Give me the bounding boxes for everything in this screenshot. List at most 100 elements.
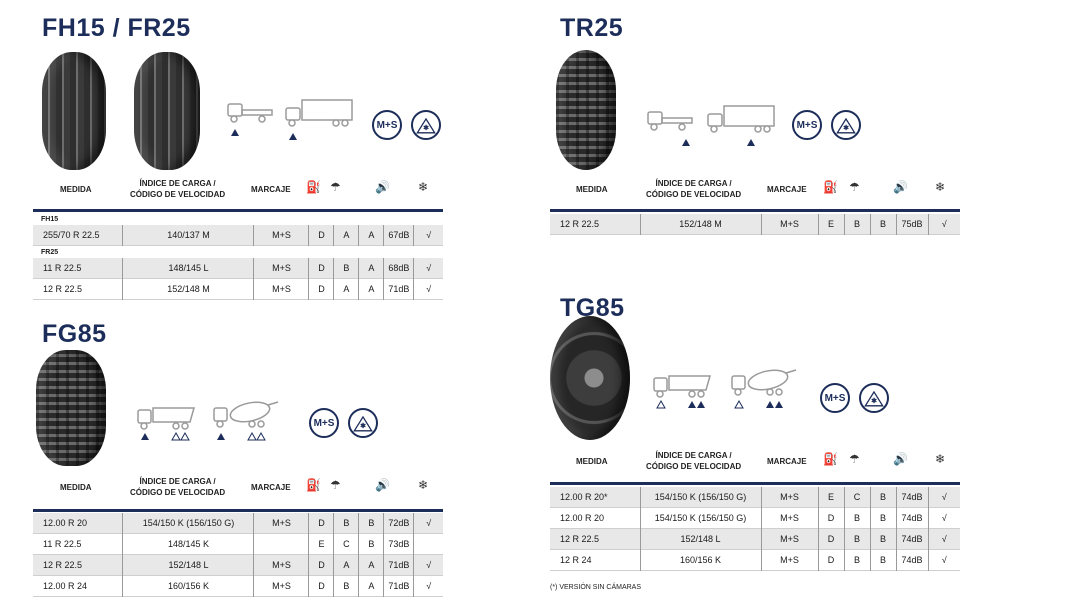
- mud-snow-badge: M+S: [820, 383, 850, 413]
- cell-fuel: D: [818, 528, 845, 550]
- cell-size: 255/70 R 22.5: [33, 225, 124, 246]
- table-row: 12 R 22.5 152/148 L M+S D B B 74dB √: [550, 528, 960, 550]
- mixer-truck-icon: [213, 400, 279, 441]
- cell-load: 148/145 L: [122, 258, 255, 279]
- col-header-indice: ÍNDICE DE CARGA / CÓDIGO DE VELOCIDAD: [130, 178, 225, 200]
- table-row: 12 R 24 160/156 K M+S D B B 74dB √: [550, 549, 960, 571]
- col-header-marcaje: MARCAJE: [251, 483, 291, 492]
- cell-load: 154/150 K (156/150 G): [640, 507, 762, 529]
- cell-noise: 74dB: [896, 528, 929, 550]
- cell-load: 140/137 M: [122, 225, 255, 246]
- cell-size: 12.00 R 24: [33, 575, 124, 597]
- tr25-table: 12 R 22.5 152/148 M M+S E B B 75dB √: [550, 214, 960, 235]
- cell-fuel: D: [308, 225, 335, 246]
- cell-load: 152/148 M: [122, 278, 255, 300]
- cell-snow: [414, 534, 443, 555]
- cell-mark: M+S: [253, 575, 310, 597]
- cell-noise: 74dB: [896, 549, 929, 571]
- cell-fuel: E: [818, 214, 845, 235]
- cell-noise-class: B: [358, 513, 385, 534]
- cell-noise: 72dB: [383, 513, 415, 534]
- cell-fuel: E: [308, 533, 335, 555]
- cell-noise-class: B: [358, 533, 385, 555]
- cell-noise: 71dB: [383, 554, 415, 576]
- cell-size: 11 R 22.5: [33, 533, 124, 555]
- mixer-truck-icon: [731, 368, 797, 409]
- mud-snow-badge: M+S: [372, 110, 402, 140]
- col-header-marcaje: MARCAJE: [767, 457, 807, 466]
- cell-fuel: D: [308, 258, 335, 279]
- rigid-truck-icon: [227, 103, 273, 136]
- rigid-truck-icon: [647, 111, 693, 146]
- cell-noise: 74dB: [896, 507, 929, 529]
- cell-snow: √: [941, 513, 947, 523]
- col-header-indice-line2: CÓDIGO DE VELOCIDAD: [130, 190, 226, 199]
- cell-snow: √: [413, 225, 443, 246]
- cell-size: 11 R 22.5: [33, 258, 124, 279]
- cell-size: 12.00 R 20: [33, 513, 124, 534]
- mud-snow-badge: M+S: [792, 110, 822, 140]
- cell-grip: B: [844, 528, 871, 550]
- table-top-rule: [550, 209, 960, 212]
- cell-snow: √: [413, 513, 443, 534]
- cell-noise: 71dB: [383, 278, 415, 300]
- cell-fuel: D: [818, 549, 845, 571]
- cell-load: 160/156 K: [122, 575, 255, 597]
- cell-size: 12 R 22.5: [33, 554, 124, 576]
- fuel-efficiency-icon: ⛽: [823, 452, 838, 466]
- tire-image-tg85: [550, 316, 630, 440]
- cell-snow: √: [413, 258, 443, 279]
- cell-mark: M+S: [761, 549, 819, 571]
- fh15-fr25-title: FH15 / FR25: [42, 14, 191, 42]
- cell-mark: M+S: [253, 258, 310, 279]
- cell-noise-class: B: [870, 507, 897, 529]
- fuel-efficiency-icon: ⛽: [823, 180, 838, 194]
- cell-fuel: E: [818, 487, 845, 508]
- cell-fuel: D: [308, 554, 335, 576]
- cell-snow: √: [426, 284, 432, 294]
- col-header-indice: ÍNDICE DE CARGA / CÓDIGO DE VELOCIDAD: [130, 476, 225, 498]
- cell-noise-class: B: [870, 214, 897, 235]
- cell-size: 12.00 R 20: [550, 507, 641, 529]
- table-row: 11 R 22.5 148/145 K E C B 73dB: [33, 533, 443, 555]
- cell-mark: M+S: [253, 554, 310, 576]
- col-header-indice-line2: CÓDIGO DE VELOCIDAD: [646, 190, 742, 199]
- cell-noise-class: A: [358, 575, 385, 597]
- cell-grip: B: [333, 513, 360, 534]
- col-header-medida: MEDIDA: [60, 483, 92, 492]
- snowflake-badge-icon: [348, 408, 378, 438]
- cell-snow: √: [426, 581, 432, 591]
- fg85-table: 12.00 R 20 154/150 K (156/150 G) M+S D B…: [33, 513, 443, 597]
- cell-mark: [253, 533, 310, 555]
- footnote: (*) VERSIÓN SIN CÁMARAS: [550, 584, 642, 591]
- table-row: 11 R 22.5 148/145 L M+S D B A 68dB √: [33, 258, 443, 279]
- cell-snow: √: [928, 214, 960, 235]
- cell-snow: √: [928, 487, 960, 508]
- snow-icon: ❄: [935, 180, 946, 194]
- cell-noise: 75dB: [896, 214, 929, 235]
- tr25-title: TR25: [560, 14, 624, 42]
- noise-icon: 🔊: [375, 478, 390, 492]
- mud-snow-badge: M+S: [309, 408, 339, 438]
- dump-truck-icon: [653, 375, 711, 409]
- fh15-fr25-table: FH15 255/70 R 22.5 140/137 M M+S D A A 6…: [33, 213, 443, 300]
- cell-grip: B: [844, 507, 871, 529]
- cell-mark: M+S: [253, 278, 310, 300]
- col-header-medida: MEDIDA: [576, 457, 608, 466]
- box-truck-icon: [285, 99, 353, 140]
- cell-grip: A: [333, 278, 360, 300]
- cell-noise-class: A: [358, 258, 385, 279]
- snowflake-badge-icon: [411, 110, 441, 140]
- tire-image-fg85: [36, 350, 106, 466]
- cell-grip: C: [844, 487, 871, 508]
- col-header-medida: MEDIDA: [576, 185, 608, 194]
- col-header-marcaje: MARCAJE: [767, 185, 807, 194]
- snow-icon: ❄: [418, 478, 429, 492]
- cell-fuel: D: [308, 513, 335, 534]
- cell-noise-class: B: [870, 549, 897, 571]
- wet-grip-icon: ☂: [330, 478, 341, 492]
- col-header-indice-line1: ÍNDICE DE CARGA /: [655, 179, 732, 188]
- cell-mark: M+S: [761, 507, 819, 529]
- cell-noise: 74dB: [896, 487, 929, 508]
- cell-fuel: D: [818, 507, 845, 529]
